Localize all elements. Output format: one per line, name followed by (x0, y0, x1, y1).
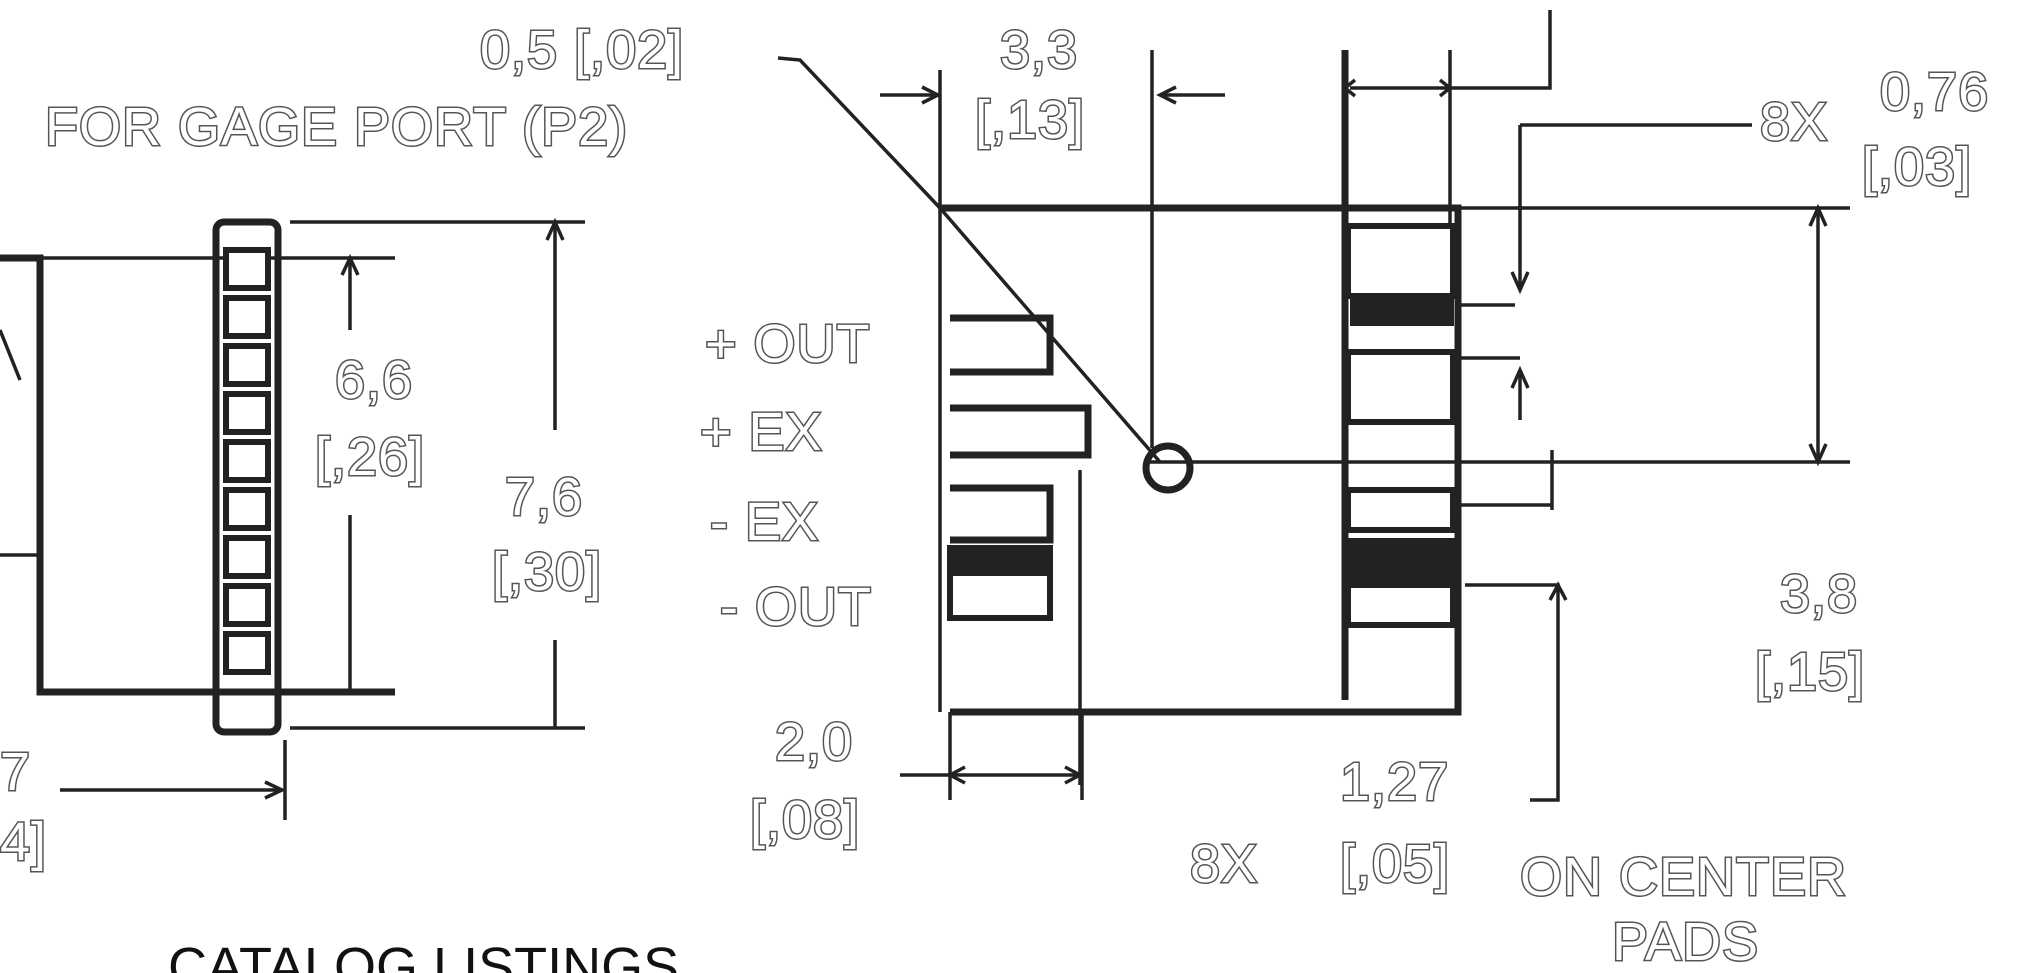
dim-0-76-inch-label: [,03] (1862, 137, 1972, 197)
on-center-label: ON CENTER (1520, 847, 1847, 907)
dim-7-6-label: 7,6 (505, 467, 583, 527)
left-pad-column (947, 314, 1092, 785)
pin-label-ex-pos: + EX (700, 402, 823, 462)
side-view (0, 217, 585, 820)
dim-2-0-label: 2,0 (775, 712, 853, 772)
pin-strip-slots (223, 247, 271, 675)
gage-port-note: FOR GAGE PORT (P2) (45, 97, 628, 157)
dim-6-6-label: 6,6 (335, 350, 413, 410)
right-pad-column (1341, 10, 1752, 802)
pin-label-ex-neg: - EX (710, 492, 819, 552)
catalog-listings-heading: CATALOG LISTINGS (168, 937, 679, 973)
dim-1-27-inch-label: [,05] (1340, 834, 1450, 894)
dim-8x-label-top: 8X (1760, 92, 1828, 152)
dim-7-6-inch-label: [,30] (492, 542, 602, 602)
dim-6-6-inch-label: [,26] (315, 427, 425, 487)
pin-label-out-pos: + OUT (705, 314, 871, 374)
left-partial-dim-b: 4] (0, 812, 47, 872)
gage-port-circle (1142, 442, 1194, 494)
left-partial-dim-a: 7 (0, 742, 31, 802)
pads-label: PADS (1612, 912, 1759, 972)
pin-label-out-neg: - OUT (720, 577, 872, 637)
dim-0-76-label: 0,76 (1880, 62, 1989, 122)
dim-8x-label-bottom: 8X (1190, 834, 1258, 894)
gage-port-dim-label: 0,5 [,02] (480, 20, 684, 80)
footprint-view (777, 10, 1850, 802)
dim-3-8-label: 3,8 (1780, 564, 1858, 624)
dim-1-27-label: 1,27 (1340, 752, 1449, 812)
dim-3-8-inch-label: [,15] (1755, 642, 1865, 702)
dim-3-3-label: 3,3 (1000, 20, 1078, 80)
dim-2-0-inch-label: [,08] (750, 790, 860, 850)
dim-3-3-inch-label: [,13] (975, 90, 1085, 150)
pin-strip (212, 218, 282, 736)
